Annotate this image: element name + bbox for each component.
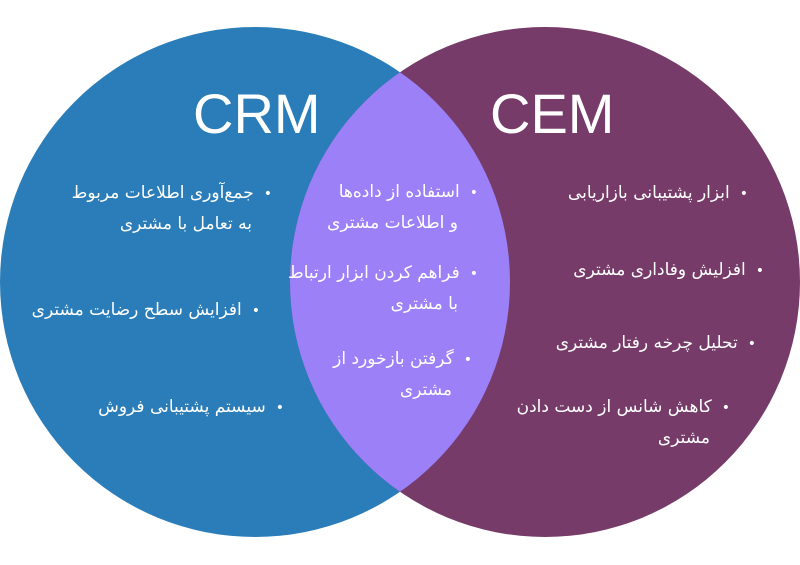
- crm-item: جمع‌آوری اطلاعات مربوط به تعامل با مشتری: [72, 178, 272, 239]
- crm-item: سیستم پشتیبانی فروش: [98, 392, 284, 423]
- cem-item: تحلیل چرخه رفتار مشتری: [556, 328, 756, 359]
- cem-item: ابزار پشتیبانی بازاریابی: [568, 178, 748, 209]
- item-line: با مشتری: [390, 294, 458, 314]
- item-line: گرفتن بازخورد از: [333, 344, 472, 375]
- overlap-region: [290, 27, 510, 537]
- cem-title: CEM: [490, 82, 615, 145]
- item-line: کاهش شانس از دست دادن: [517, 392, 730, 423]
- item-line: ابزار پشتیبانی بازاریابی: [568, 178, 748, 209]
- crm-item: افزایش سطح رضایت مشتری: [32, 295, 260, 326]
- cem-item: کاهش شانس از دست دادن مشتری: [517, 392, 730, 453]
- shared-item: فراهم کردن ابزار ارتباط با مشتری: [288, 258, 478, 319]
- item-line: تحلیل چرخه رفتار مشتری: [556, 328, 756, 359]
- item-line: افزایش سطح رضایت مشتری: [32, 295, 260, 326]
- item-line: فراهم کردن ابزار ارتباط: [288, 258, 478, 289]
- item-line: به تعامل با مشتری: [119, 214, 252, 234]
- shared-item: گرفتن بازخورد از مشتری: [333, 344, 472, 405]
- item-line: مشتری: [657, 428, 710, 448]
- item-line: سیستم پشتیبانی فروش: [98, 392, 284, 423]
- cem-item: افزلیش وفاداری مشتری: [573, 255, 764, 286]
- item-line: جمع‌آوری اطلاعات مربوط: [72, 178, 272, 209]
- item-line: و اطلاعات مشتری: [327, 213, 458, 233]
- crm-title: CRM: [193, 82, 321, 145]
- item-line: استفاده از داده‌ها: [327, 177, 478, 208]
- item-line: مشتری: [399, 380, 452, 400]
- item-line: افزلیش وفاداری مشتری: [573, 255, 764, 286]
- shared-item: استفاده از داده‌ها و اطلاعات مشتری: [327, 177, 478, 238]
